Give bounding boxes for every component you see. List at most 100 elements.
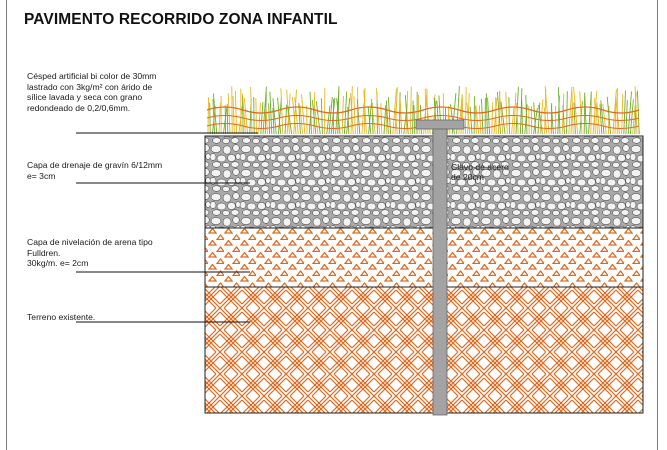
label-cesped-line: sílice lavada y seca con grano	[27, 92, 143, 103]
grass-blade	[375, 88, 381, 135]
grass-blade	[313, 92, 316, 135]
grass-blade	[557, 95, 560, 135]
grass-blade	[550, 105, 554, 135]
grass-blade	[385, 100, 389, 135]
grass-blade	[511, 107, 515, 135]
grass-blade	[350, 93, 354, 135]
grass-blade	[361, 102, 365, 135]
drawing-frame	[6, 0, 658, 450]
stake-shaft	[432, 128, 448, 416]
grass-blade	[615, 97, 620, 135]
grass-blade	[226, 103, 229, 135]
grass-blade	[419, 104, 422, 135]
grass-blade	[293, 89, 297, 135]
label-drenaje-line: e= 3cm	[27, 170, 56, 181]
grass-blade	[308, 107, 312, 135]
grass-blade	[404, 95, 409, 135]
grass-blade	[461, 94, 464, 135]
grass-blade	[336, 98, 341, 135]
grass-blade	[417, 94, 420, 135]
grass-blade	[314, 106, 319, 135]
grass-blade	[475, 104, 480, 135]
grass-blade	[449, 104, 455, 135]
grass-blade	[513, 92, 517, 135]
grass-blade	[227, 93, 231, 135]
grass-blade	[458, 95, 463, 135]
grass-blade	[625, 100, 628, 135]
label-drenaje: Capa de drenaje de gravín 6/12mm e= 3cm	[27, 160, 162, 181]
grass-blade	[383, 105, 387, 135]
grass-blade	[370, 100, 376, 135]
grass-blade	[207, 97, 209, 135]
grass-blade	[505, 92, 508, 135]
gravel-layer	[204, 135, 644, 229]
grass-blade	[272, 107, 275, 135]
grass-blade	[326, 105, 331, 135]
label-nivelacion-line: 30kg/m. e= 2cm	[27, 258, 89, 269]
label-cesped-line: redondeado de 0,2/0,6mm.	[27, 102, 131, 113]
grass-blade	[533, 107, 538, 135]
grass-blade	[516, 102, 519, 135]
grass-blade	[424, 88, 427, 135]
grass-blade	[286, 89, 290, 135]
grass-blade	[209, 102, 211, 135]
label-nivelacion: Capa de nivelación de arena tipo Fulldre…	[27, 237, 153, 269]
grass-blade	[343, 91, 348, 135]
grass-blade	[347, 106, 350, 135]
grass-blade	[588, 91, 592, 135]
grass-blade	[495, 97, 497, 135]
label-cesped-line: lastrado con 3kg/m² con árido de	[27, 81, 153, 92]
grass-blade	[260, 102, 264, 135]
grass-blade	[599, 104, 603, 135]
grass-blade	[272, 98, 277, 135]
grass-blade	[269, 91, 273, 135]
grass-blade	[392, 88, 397, 135]
grass-blade	[451, 93, 457, 135]
stake-head	[415, 119, 465, 130]
grass-blade	[478, 105, 482, 135]
grass-blade	[562, 105, 565, 135]
label-nivelacion-line: Capa de nivelación de arena tipo	[27, 237, 153, 247]
grass-blade	[487, 97, 491, 135]
grass-blade	[573, 102, 576, 135]
grass-blade	[584, 95, 587, 135]
stake-label: Clavo de acero	[451, 162, 509, 172]
grass-blade	[533, 102, 537, 135]
grass-blade	[606, 96, 612, 135]
grass-blade	[212, 93, 218, 135]
grass-blade	[460, 101, 463, 135]
label-cesped: Césped artificial bi color de 30mm lastr…	[27, 71, 156, 113]
grass-blade	[566, 91, 568, 135]
grass-blade	[636, 90, 640, 135]
grass-blade	[496, 91, 502, 135]
grass-blade	[363, 89, 367, 135]
grass-blade	[525, 94, 528, 135]
grass-blade	[632, 92, 637, 135]
grass-blade	[595, 104, 598, 135]
grass-blade	[467, 92, 470, 135]
grass-blade	[255, 98, 257, 135]
grass-blade	[409, 86, 412, 135]
grass-blade	[250, 86, 253, 135]
grass-blade	[328, 96, 333, 135]
grass-blade	[485, 93, 488, 135]
grass-blade	[466, 102, 471, 135]
grass-blade	[519, 88, 523, 135]
grass-blade	[498, 91, 504, 135]
grass-blade	[277, 97, 282, 135]
grass-blade	[537, 102, 541, 135]
grass-blade	[387, 97, 392, 135]
grass-blade	[309, 91, 312, 135]
grass-blade	[367, 106, 372, 135]
grass-blade	[524, 104, 528, 135]
grass-blade	[426, 102, 431, 135]
grass-blade	[481, 98, 484, 135]
grass-blade	[243, 98, 249, 135]
grass-blade	[399, 101, 403, 135]
grass-blade	[607, 105, 610, 135]
turf-infill-line	[206, 114, 640, 122]
grass-blade	[234, 90, 238, 135]
grass-blade	[579, 91, 583, 135]
grass-blade	[301, 94, 306, 135]
